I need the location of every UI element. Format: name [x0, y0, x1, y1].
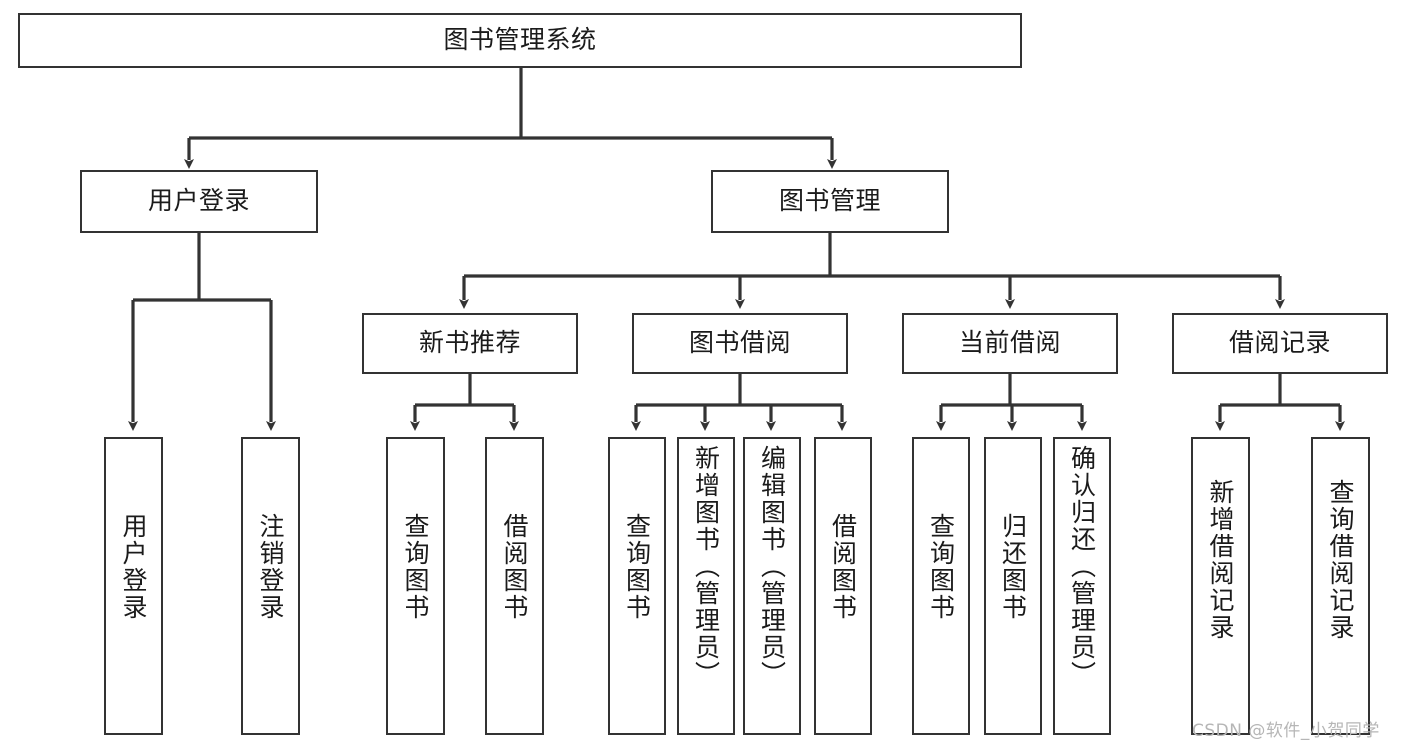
- node-leaf-borrow-book-2[interactable]: 借阅图书: [814, 437, 872, 735]
- node-user-login-label: 用户登录: [147, 186, 250, 216]
- node-leaf-edit-book[interactable]: 编辑图书（管理员）: [743, 437, 801, 735]
- node-current-borrow-label: 当前借阅: [958, 328, 1061, 358]
- node-root-label: 图书管理系统: [443, 25, 597, 55]
- node-leaf-borrow-book-1[interactable]: 借阅图书: [485, 437, 544, 735]
- csdn-watermark: CSDN @软件_小贺同学: [1192, 721, 1380, 741]
- node-leaf-borrow-book-1-label: 借阅图书: [500, 513, 529, 621]
- node-leaf-confirm-return-label: 确认归还（管理员）: [1067, 445, 1097, 688]
- node-new-book-rec[interactable]: 新书推荐: [362, 313, 578, 374]
- node-user-login[interactable]: 用户登录: [80, 170, 318, 233]
- node-leaf-add-record[interactable]: 新增借阅记录: [1191, 437, 1250, 735]
- node-book-manage[interactable]: 图书管理: [711, 170, 949, 233]
- node-leaf-logout[interactable]: 注销登录: [241, 437, 300, 735]
- node-leaf-user-login-label: 用户登录: [119, 513, 148, 621]
- node-leaf-query-book-1-label: 查询图书: [401, 513, 430, 621]
- node-current-borrow[interactable]: 当前借阅: [902, 313, 1118, 374]
- node-leaf-add-record-label: 新增借阅记录: [1206, 479, 1235, 641]
- node-leaf-logout-label: 注销登录: [256, 513, 285, 621]
- node-borrow-record-label: 借阅记录: [1228, 328, 1331, 358]
- node-leaf-query-book-2[interactable]: 查询图书: [608, 437, 666, 735]
- node-leaf-edit-book-label: 编辑图书（管理员）: [757, 445, 787, 688]
- node-book-manage-label: 图书管理: [778, 186, 881, 216]
- node-leaf-query-book-2-label: 查询图书: [622, 513, 652, 621]
- node-leaf-add-book[interactable]: 新增图书（管理员）: [677, 437, 735, 735]
- node-book-borrow-label: 图书借阅: [688, 328, 791, 358]
- node-leaf-add-book-label: 新增图书（管理员）: [691, 445, 721, 688]
- node-new-book-rec-label: 新书推荐: [418, 328, 521, 358]
- node-leaf-query-book-1[interactable]: 查询图书: [386, 437, 445, 735]
- node-leaf-query-record-label: 查询借阅记录: [1326, 479, 1355, 641]
- node-leaf-query-record[interactable]: 查询借阅记录: [1311, 437, 1370, 735]
- node-leaf-return-book-label: 归还图书: [998, 513, 1028, 621]
- node-leaf-borrow-book-2-label: 借阅图书: [828, 513, 858, 621]
- node-book-borrow[interactable]: 图书借阅: [632, 313, 848, 374]
- node-borrow-record[interactable]: 借阅记录: [1172, 313, 1388, 374]
- node-leaf-return-book[interactable]: 归还图书: [984, 437, 1042, 735]
- node-leaf-query-book-3-label: 查询图书: [926, 513, 956, 621]
- node-leaf-confirm-return[interactable]: 确认归还（管理员）: [1053, 437, 1111, 735]
- node-leaf-query-book-3[interactable]: 查询图书: [912, 437, 970, 735]
- node-root[interactable]: 图书管理系统: [18, 13, 1022, 68]
- node-leaf-user-login[interactable]: 用户登录: [104, 437, 163, 735]
